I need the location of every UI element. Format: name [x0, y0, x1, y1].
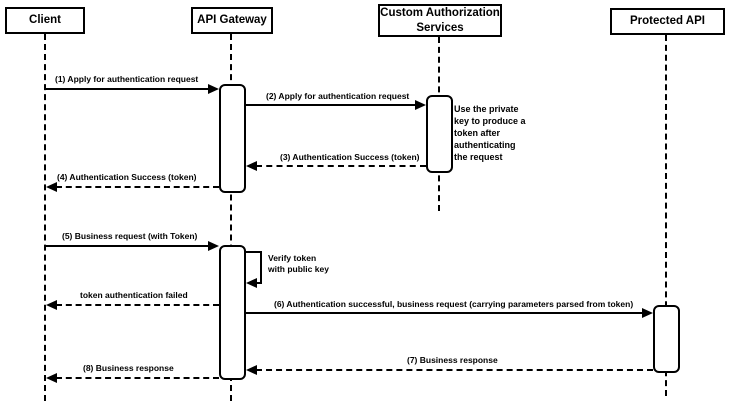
- actor-api-gateway: API Gateway: [191, 7, 273, 34]
- actor-client: Client: [5, 7, 85, 34]
- arrowhead: [246, 161, 257, 171]
- message-label: (7) Business response: [407, 355, 498, 365]
- activation-api-gateway-auth: [219, 84, 246, 193]
- message-label: (5) Business request (with Token): [62, 231, 198, 241]
- lifeline-client: [44, 34, 46, 401]
- message-label: token authentication failed: [80, 290, 188, 300]
- arrowhead: [46, 373, 57, 383]
- arrowhead: [46, 300, 57, 310]
- message-label: (4) Authentication Success (token): [57, 172, 197, 182]
- arrowhead: [246, 365, 257, 375]
- lifeline-api-gateway: [230, 34, 232, 401]
- arrowhead: [415, 100, 426, 110]
- message-line: [46, 88, 210, 90]
- actor-custom-authorization-services: Custom Authorization Services: [378, 4, 502, 37]
- arrowhead: [46, 182, 57, 192]
- lifeline-protected-api: [665, 35, 667, 396]
- message-line: [256, 165, 426, 167]
- message-line: [56, 186, 219, 188]
- message-label: (1) Apply for authentication request: [55, 74, 199, 84]
- activation-protected-api: [653, 305, 680, 373]
- self-message-top-line: [246, 251, 262, 253]
- activation-api-gateway-business: [219, 245, 246, 380]
- activation-custom-authorization-services: [426, 95, 453, 173]
- message-line: [246, 104, 416, 106]
- note-private-key: Use the private key to produce a token a…: [454, 104, 526, 162]
- message-label: (3) Authentication Success (token): [280, 152, 420, 162]
- message-label: (6) Authentication successful, business …: [274, 299, 634, 309]
- arrowhead: [208, 84, 219, 94]
- arrowhead: [208, 241, 219, 251]
- self-message-side-line: [260, 251, 262, 283]
- message-line: [256, 369, 653, 371]
- arrowhead: [246, 278, 257, 288]
- actor-protected-api: Protected API: [610, 8, 725, 35]
- self-message-bottom-line: [256, 282, 262, 284]
- message-label: (2) Apply for authentication request: [266, 91, 410, 101]
- message-line: [46, 245, 210, 247]
- arrowhead: [642, 308, 653, 318]
- message-label: (8) Business response: [83, 363, 174, 373]
- message-line: [56, 377, 219, 379]
- message-line: [246, 312, 643, 314]
- message-label: Verify token with public key: [268, 253, 329, 274]
- message-line: [56, 304, 219, 306]
